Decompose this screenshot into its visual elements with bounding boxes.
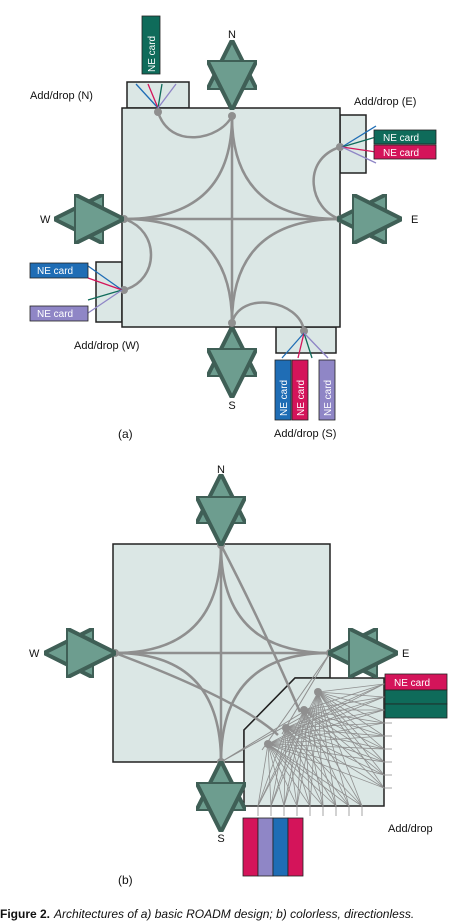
svg-text:NE card: NE card [147, 36, 158, 72]
add-drop-label-b: Add/drop [388, 823, 433, 835]
ne-card-b-bottom-3 [272, 817, 289, 877]
ne-card-e-pink: NE card [373, 144, 437, 160]
direction-label-b-e: E [402, 648, 409, 660]
diagram-a-label: (a) [118, 427, 133, 441]
ne-card-w-lavender: NE card [29, 305, 89, 322]
svg-text:NE card: NE card [37, 266, 73, 277]
ne-card-b-green-2 [384, 703, 448, 719]
ne-card-s-blue: NE card [274, 359, 292, 421]
diagram-a: NE card NE card NE card NE card NE card … [29, 15, 437, 441]
internal-connections-b [114, 544, 331, 763]
svg-text:NE card: NE card [394, 678, 430, 689]
direction-arrows-a [64, 50, 392, 388]
ne-card-n: NE card [141, 15, 161, 75]
ne-card-s-pink: NE card [291, 359, 309, 421]
svg-text:NE card: NE card [383, 133, 419, 144]
ne-card-w-blue: NE card [29, 262, 89, 279]
direction-label-b-n: N [217, 464, 225, 476]
ne-card-b-green-1 [384, 689, 448, 705]
direction-label-n: N [228, 29, 236, 41]
svg-text:NE card: NE card [323, 380, 334, 416]
add-drop-label-e: Add/drop (E) [354, 96, 416, 108]
direction-label-w: W [40, 214, 51, 226]
svg-text:NE card: NE card [296, 380, 307, 416]
add-drop-label-w: Add/drop (W) [74, 340, 139, 352]
svg-text:NE card: NE card [383, 148, 419, 159]
direction-label-s: S [228, 400, 235, 412]
internal-connections-a [123, 111, 341, 332]
ne-card-b-bottom-4 [287, 817, 304, 877]
ne-card-b-pink: NE card [384, 673, 448, 691]
diagram-b-label: (b) [118, 873, 133, 887]
add-drop-label-s: Add/drop (S) [274, 428, 336, 440]
figure-caption: Figure 2.Architectures of a) basic ROADM… [0, 907, 414, 921]
svg-text:NE card: NE card [37, 309, 73, 320]
ne-card-e-green: NE card [373, 129, 437, 145]
ne-card-b-bottom-1 [242, 817, 259, 877]
fanout-lines-a [87, 83, 377, 359]
add-drop-label-n: Add/drop (N) [30, 90, 93, 102]
direction-label-e: E [411, 214, 418, 226]
fanout-mesh-b [257, 683, 392, 816]
direction-label-b-w: W [29, 648, 40, 660]
direction-label-b-s: S [217, 833, 224, 845]
ne-card-b-bottom-2 [257, 817, 274, 877]
svg-text:NE card: NE card [279, 380, 290, 416]
direction-arrows-b [54, 484, 388, 822]
diagram-b: NE card N E W S Add/drop (b) [29, 464, 448, 887]
ne-card-s-lavender: NE card [318, 359, 336, 421]
add-drop-box-w [95, 261, 123, 323]
